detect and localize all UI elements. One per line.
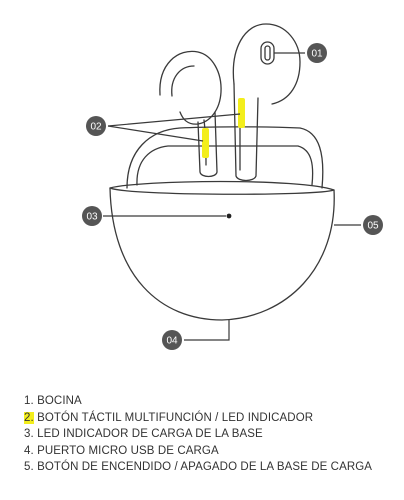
callout-05-circle [363,215,383,235]
legend-number: 5. [24,461,34,473]
callout-03: 03 [86,212,98,223]
right-earbud-stem [233,83,259,182]
callout-03-circle [82,206,102,226]
legend-text: BOTÓN TÁCTIL MULTIFUNCIÓN / LED INDICADO… [37,411,314,424]
callout-04: 04 [166,336,178,347]
legend-item: 5. BOTÓN DE ENCENDIDO / APAGADO DE LA BA… [24,459,372,476]
case-lid-outline [126,126,324,189]
left-earbud-stem [197,111,218,178]
callout-05: 05 [367,221,379,232]
leader-02b [107,113,241,127]
case-inner-well [136,145,314,186]
legend-item: 3. LED INDICADOR DE CARGA DE LA BASE [24,426,372,443]
callout-02-circle [86,116,106,136]
leader-04 [184,320,230,341]
legend-number: 1. [24,395,34,407]
right-earbud-head [232,23,301,105]
parts-legend: 1. BOCINA 2. BOTÓN TÁCTIL MULTIFUNCIÓN /… [24,393,372,476]
legend-text: LED INDICADOR DE CARGA DE LA BASE [37,428,263,440]
speaker-grille [260,41,275,65]
callout-04-circle [162,330,182,350]
callout-01: 01 [311,49,323,60]
left-earbud-head [159,50,222,125]
legend-text: BOCINA [37,395,82,407]
callout-02: 02 [90,122,102,133]
legend-item: 2. BOTÓN TÁCTIL MULTIFUNCIÓN / LED INDIC… [24,410,372,427]
legend-text: BOTÓN DE ENCENDIDO / APAGADO DE LA BASE … [37,461,373,473]
legend-text: PUERTO MICRO USB DE CARGA [37,444,219,457]
left-earbud [159,50,222,178]
touch-button-highlight-left [202,128,209,158]
legend-item: 1. BOCINA [24,393,372,410]
legend-number-highlighted: 2. [24,411,34,424]
legend-number: 4. [24,444,34,457]
callout-01-circle [307,43,327,63]
touch-button-highlight-right [238,98,245,128]
legend-number: 3. [24,428,34,440]
earbuds-diagram: 01 02 03 04 05 [82,23,383,350]
charge-led-dot [226,213,232,219]
legend-item: 4. PUERTO MICRO USB DE CARGA [24,443,372,460]
leader-02a [107,125,204,142]
case-bowl [109,180,335,321]
